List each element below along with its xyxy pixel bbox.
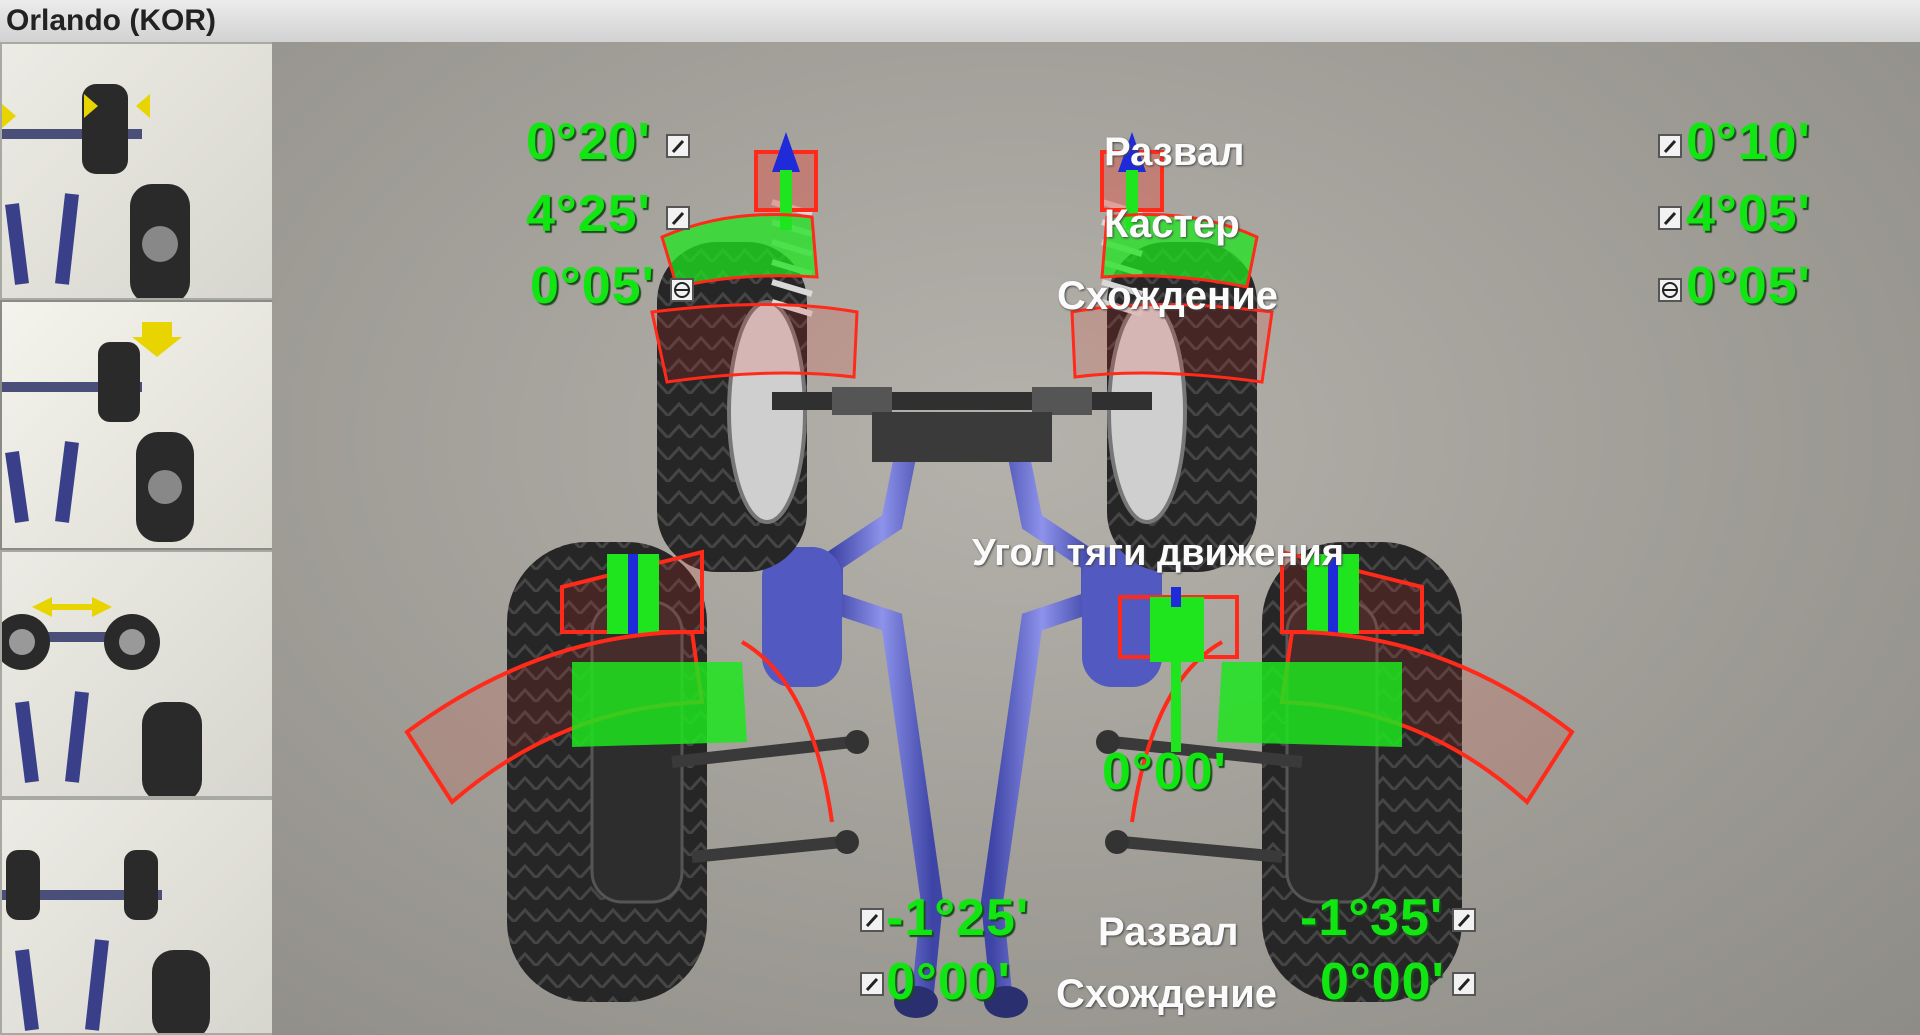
rear-right-camber-value: -1°35' bbox=[1300, 889, 1444, 947]
sidebar-step-front-toe[interactable] bbox=[0, 42, 296, 300]
thrust-angle-label: Угол тяги движения bbox=[972, 532, 1344, 574]
steering-wheel-icon[interactable] bbox=[1658, 278, 1682, 302]
wrench-icon[interactable] bbox=[1452, 908, 1476, 932]
rear-camber-label: Развал bbox=[1098, 910, 1239, 954]
front-toe-thumbnail-icon bbox=[2, 84, 190, 298]
rear-left-toe-green bbox=[572, 662, 747, 747]
front-caster-label: Кастер bbox=[1104, 202, 1240, 246]
rear-right-toe-value: 0°00' bbox=[1320, 953, 1445, 1011]
wrench-icon[interactable] bbox=[860, 908, 884, 932]
thrust-angle-value: 0°00' bbox=[1102, 743, 1227, 801]
alignment-view: Развал Кастер Схождение 0°20' 4°25' 0°05… bbox=[272, 42, 1920, 1035]
window-titlebar: Orlando (KOR) bbox=[0, 0, 1920, 43]
front-right-toe-gauge bbox=[1070, 303, 1274, 384]
exhaust-right-pipe bbox=[980, 419, 1103, 1004]
front-camber-label: Развал bbox=[1104, 130, 1245, 174]
front-left-toe-gauge bbox=[650, 303, 859, 384]
front-right-camber-value: 0°10' bbox=[1686, 113, 1811, 171]
rear-right-lower-arm bbox=[1121, 836, 1283, 863]
front-right-caster-gauge bbox=[1100, 213, 1259, 289]
front-height-thumbnail-icon bbox=[2, 322, 194, 542]
wrench-icon[interactable] bbox=[1658, 134, 1682, 158]
steering-wheel-icon[interactable] bbox=[670, 278, 694, 302]
sidebar-step-vehicle-overview[interactable] bbox=[0, 798, 296, 1035]
wrench-icon[interactable] bbox=[666, 134, 690, 158]
front-left-caster-gauge bbox=[660, 213, 819, 289]
front-left-toe-value: 0°05' bbox=[530, 257, 655, 315]
vehicle-overview-thumbnail-icon bbox=[2, 850, 210, 1033]
steering-rack bbox=[772, 392, 1152, 410]
sidebar-step-front-height[interactable] bbox=[0, 300, 296, 550]
front-right-toe-value: 0°05' bbox=[1686, 257, 1811, 315]
front-toe-label: Схождение bbox=[1057, 274, 1279, 318]
sidebar-step-rear-track[interactable] bbox=[0, 550, 296, 798]
thrust-angle-gauge bbox=[1118, 587, 1239, 752]
exhaust-left-pipe bbox=[821, 419, 944, 1004]
suspension-diagram bbox=[404, 132, 1575, 1018]
front-left-caster-value: 4°25' bbox=[526, 185, 651, 243]
rear-left-upper-arm bbox=[671, 736, 853, 768]
rear-left-lower-arm bbox=[691, 836, 843, 863]
step-sidebar bbox=[0, 42, 300, 1035]
wrench-icon[interactable] bbox=[1452, 972, 1476, 996]
wrench-icon[interactable] bbox=[666, 206, 690, 230]
wrench-icon[interactable] bbox=[860, 972, 884, 996]
front-left-camber-value: 0°20' bbox=[526, 113, 651, 171]
window-title: Orlando (KOR) bbox=[6, 4, 216, 37]
wrench-icon[interactable] bbox=[1658, 206, 1682, 230]
rear-right-toe-green bbox=[1217, 662, 1402, 747]
rear-right-camber-gauge bbox=[1280, 549, 1424, 634]
rear-left-toe-value: 0°00' bbox=[886, 953, 1011, 1011]
rear-track-thumbnail-icon bbox=[2, 597, 202, 796]
rear-left-camber-gauge bbox=[560, 549, 704, 634]
rear-toe-label: Схождение bbox=[1056, 972, 1278, 1016]
front-right-caster-value: 4°05' bbox=[1686, 185, 1811, 243]
left-muffler bbox=[762, 547, 842, 687]
rear-right-upper-arm bbox=[1111, 736, 1303, 768]
rear-left-camber-value: -1°25' bbox=[886, 889, 1030, 947]
front-right-camber-gauge bbox=[1100, 132, 1164, 230]
